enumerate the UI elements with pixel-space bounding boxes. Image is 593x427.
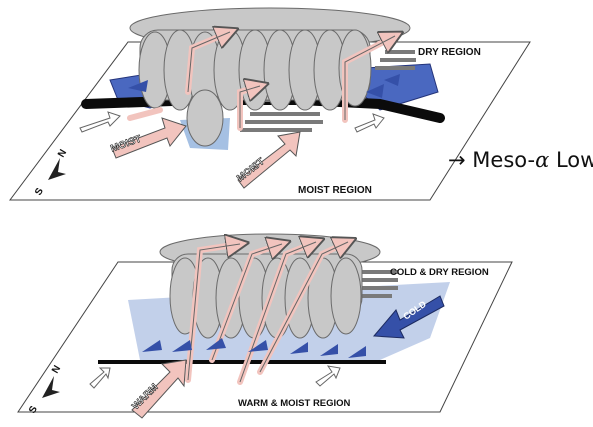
caption-suffix: Low [549, 148, 593, 172]
meso-alpha-low-caption: → Meso-α Low [448, 148, 593, 172]
bottom-panel: COLD WARM N S COLD & DRY REGION WARM & M… [18, 234, 512, 418]
caption-arrow-icon: → [448, 148, 466, 172]
top-dry-region-label: DRY REGION [418, 47, 481, 58]
top-moist-region-label: MOIST REGION [298, 185, 372, 196]
bottom-warm-moist-label: WARM & MOIST REGION [238, 398, 351, 409]
caption-prefix: Meso- [472, 148, 535, 172]
bottom-cold-dry-label: COLD & DRY REGION [390, 267, 489, 278]
caption-greek: α [535, 148, 549, 172]
